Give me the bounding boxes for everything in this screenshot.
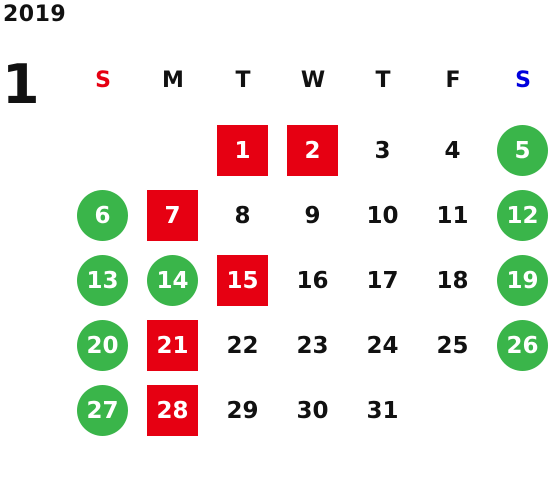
day-green-circle: 19 xyxy=(497,255,548,306)
day-cell xyxy=(488,378,548,443)
day-green-circle: 5 xyxy=(497,125,548,176)
day-cell: 13 xyxy=(68,248,138,313)
day-red-square: 21 xyxy=(147,320,198,371)
day-cell: 7 xyxy=(138,183,208,248)
day-number: 24 xyxy=(366,332,399,359)
day-cell: 16 xyxy=(278,248,348,313)
month-number: 1 xyxy=(2,53,40,116)
day-red-square: 2 xyxy=(287,125,338,176)
day-cell: 19 xyxy=(488,248,548,313)
day-cell: 3 xyxy=(348,118,418,183)
weekday-sunday: S xyxy=(95,68,111,93)
day-green-circle: 26 xyxy=(497,320,548,371)
day-cell: 26 xyxy=(488,313,548,378)
day-cell xyxy=(68,118,138,183)
day-green-circle: 13 xyxy=(77,255,128,306)
day-cell: 14 xyxy=(138,248,208,313)
day-red-square: 15 xyxy=(217,255,268,306)
day-green-circle: 27 xyxy=(77,385,128,436)
day-cell: 23 xyxy=(278,313,348,378)
weekday-wednesday: W xyxy=(300,68,326,93)
day-number: 4 xyxy=(444,137,461,164)
day-green-circle: 14 xyxy=(147,255,198,306)
day-cell: 31 xyxy=(348,378,418,443)
day-number: 22 xyxy=(226,332,259,359)
day-cell xyxy=(418,378,488,443)
day-number xyxy=(497,385,548,436)
weekday-thursday: T xyxy=(375,68,391,93)
day-number: 9 xyxy=(304,202,321,229)
day-cell: 25 xyxy=(418,313,488,378)
day-cell: 1 xyxy=(208,118,278,183)
day-number xyxy=(427,385,478,436)
day-number: 17 xyxy=(366,267,399,294)
day-cell xyxy=(138,118,208,183)
day-cell: 6 xyxy=(68,183,138,248)
day-cell: 8 xyxy=(208,183,278,248)
day-cell: 15 xyxy=(208,248,278,313)
day-cell: 21 xyxy=(138,313,208,378)
day-number: 31 xyxy=(366,397,399,424)
day-cell: 24 xyxy=(348,313,418,378)
day-red-square: 1 xyxy=(217,125,268,176)
day-number: 18 xyxy=(436,267,469,294)
year-label: 2019 xyxy=(3,2,67,27)
day-cell: 9 xyxy=(278,183,348,248)
day-cell: 22 xyxy=(208,313,278,378)
day-cell: 4 xyxy=(418,118,488,183)
day-cell: 27 xyxy=(68,378,138,443)
day-cell: 11 xyxy=(418,183,488,248)
day-number xyxy=(77,125,128,176)
day-cell: 10 xyxy=(348,183,418,248)
day-cell: 28 xyxy=(138,378,208,443)
day-green-circle: 20 xyxy=(77,320,128,371)
day-number: 30 xyxy=(296,397,329,424)
day-cell: 29 xyxy=(208,378,278,443)
day-cell: 12 xyxy=(488,183,548,248)
day-red-square: 7 xyxy=(147,190,198,241)
day-red-square: 28 xyxy=(147,385,198,436)
day-number: 29 xyxy=(226,397,259,424)
day-green-circle: 6 xyxy=(77,190,128,241)
day-cell: 17 xyxy=(348,248,418,313)
day-number: 8 xyxy=(234,202,251,229)
day-number: 23 xyxy=(296,332,329,359)
day-cell: 2 xyxy=(278,118,348,183)
day-green-circle: 12 xyxy=(497,190,548,241)
day-cell: 18 xyxy=(418,248,488,313)
day-number: 16 xyxy=(296,267,329,294)
weekday-tuesday: T xyxy=(235,68,251,93)
day-cell: 20 xyxy=(68,313,138,378)
weekday-friday: F xyxy=(445,68,461,93)
day-cell: 30 xyxy=(278,378,348,443)
weekday-saturday: S xyxy=(515,68,531,93)
day-cell: 5 xyxy=(488,118,548,183)
day-number: 3 xyxy=(374,137,391,164)
day-number: 10 xyxy=(366,202,399,229)
weekday-monday: M xyxy=(162,68,184,93)
day-number: 25 xyxy=(436,332,469,359)
weekday-header: S M T W T F S xyxy=(68,64,548,98)
day-number: 11 xyxy=(436,202,469,229)
day-number xyxy=(147,125,198,176)
